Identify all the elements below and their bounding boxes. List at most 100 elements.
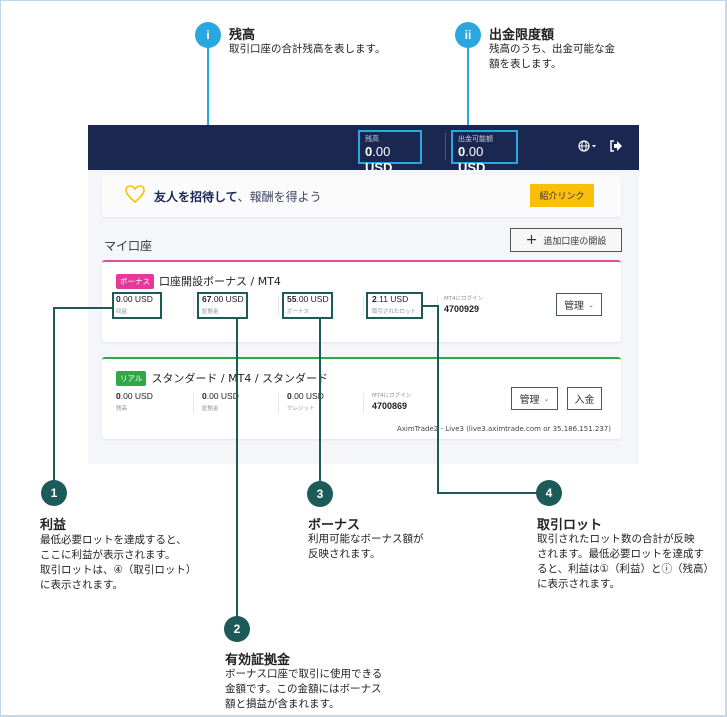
connector-3-v [319, 318, 321, 483]
callout-text-line: 最低必要ロットを達成すると、 [40, 534, 187, 546]
stat-divider [193, 393, 194, 413]
connector-1-h [53, 307, 113, 309]
stat-balance: 0.00 USD 残高 [116, 391, 153, 412]
callout-text-equity: ボーナス口座で取引に使用できる 金額です。この金額にはボーナス 額と損益が含まれ… [225, 667, 382, 712]
highlight-profit [112, 292, 162, 319]
logout-icon[interactable] [609, 139, 623, 156]
stat-divider [278, 296, 279, 316]
stat-label: ボーナス [287, 309, 310, 315]
connector-4-v [437, 305, 439, 494]
callout-text-line: 取引されたロット数の合計が反映 [537, 533, 695, 545]
account-header: リアル スタンダード / MT4 / スタンダード [116, 370, 328, 386]
account-type-badge: リアル [116, 370, 147, 386]
callout-marker-ii: ii [455, 22, 481, 48]
stat-value: 55.00 USD [287, 294, 329, 304]
connector-2-v [236, 318, 238, 618]
callout-marker-3: 3 [307, 481, 333, 507]
callout-marker-2: 2 [224, 616, 250, 642]
callout-title-withdrawable: 出金限度額 [489, 28, 555, 43]
chevron-down-icon: ⌄ [588, 300, 594, 309]
login-label: MT4にログイン [372, 393, 412, 399]
stat-divider [363, 393, 364, 413]
invite-banner: 友人を招待して、報酬を得よう 紹介リンク [102, 175, 621, 217]
balance-value: 0.00 USD [365, 144, 393, 175]
top-navbar: 残高 0.00 USD 出金可能額 0.00 USD [88, 125, 639, 175]
callout-text-profit: 最低必要ロットを達成すると、 ここに利益が表示されます。 取引ロットは、④（取引… [40, 533, 196, 593]
highlight-equity [197, 292, 248, 319]
callout-text-line: に表示されます。 [537, 578, 620, 590]
manage-button[interactable]: 管理 ⌄ [511, 387, 558, 410]
connector-4-h1 [422, 305, 438, 307]
stat-lots: 2.11 USD 取引されたロット [372, 294, 416, 315]
callout-text-bonus: 利用可能なボーナス額が 反映されます。 [308, 532, 424, 562]
stat-label: クレジット [287, 406, 315, 412]
mt4-login: MT4にログイン 4700869 [372, 391, 411, 411]
account-card-real: リアル スタンダード / MT4 / スタンダード 0.00 USD 残高 0.… [102, 357, 621, 439]
callout-text-line: されます。最低必要ロットを達成す [537, 548, 704, 560]
stat-value: 0.00 USD [116, 294, 153, 304]
add-account-label: 追加口座の開設 [543, 236, 607, 247]
globe-icon[interactable] [578, 139, 598, 156]
callout-marker-1: 1 [41, 480, 67, 506]
withdrawable-label: 出金可能額 [458, 135, 493, 143]
stat-equity: 0.00 USD 証拠金 [202, 391, 239, 412]
stat-bonus: 55.00 USD ボーナス [287, 294, 329, 315]
callout-text-lots: 取引されたロット数の合計が反映 されます。最低必要ロットを達成す ると、利益は①… [537, 532, 714, 592]
stat-label: 収益 [116, 309, 128, 315]
callout-text-withdrawable: 残高のうち、出金可能な金 額を表します。 [489, 42, 615, 72]
stat-divider [193, 296, 194, 316]
deposit-button[interactable]: 入金 [567, 387, 602, 410]
balance-label: 残高 [365, 135, 379, 143]
stat-label: 取引されたロット [372, 309, 417, 315]
stat-equity: 67.00 USD 証拠金 [202, 294, 244, 315]
callout-title-lots: 取引ロット [537, 518, 603, 533]
add-account-button[interactable]: + 追加口座の開設 [510, 228, 622, 252]
referral-link-button[interactable]: 紹介リンク [530, 184, 594, 207]
stat-credit: 0.00 USD クレジット [287, 391, 324, 412]
stat-profit: 0.00 USD 収益 [116, 294, 153, 315]
invite-text: 友人を招待して、報酬を得よう [154, 190, 322, 204]
callout-text-line: 反映されます。 [308, 548, 381, 560]
withdrawable-widget: 出金可能額 0.00 USD [451, 130, 518, 175]
stat-value: 0.00 USD [202, 391, 239, 401]
callout-ii-line [467, 40, 469, 132]
stat-value: 0.00 USD [116, 391, 153, 401]
callout-text-line: 額を表します。 [489, 58, 562, 70]
callout-text-line: 金額です。この金額にはボーナス [225, 683, 382, 695]
chevron-down-icon: ⌄ [543, 394, 550, 403]
stat-divider [278, 393, 279, 413]
manage-button[interactable]: 管理 ⌄ [556, 293, 602, 316]
account-name: スタンダード / MT4 / スタンダード [151, 372, 329, 385]
withdrawable-value: 0.00 USD [458, 144, 486, 175]
callout-marker-i: i [195, 22, 221, 48]
callout-title-profit: 利益 [40, 518, 67, 533]
heart-icon [124, 184, 146, 208]
account-type-badge: ボーナス [116, 273, 154, 289]
plus-icon: + [525, 232, 538, 248]
deposit-label: 入金 [574, 395, 595, 406]
callout-text-line: 利用可能なボーナス額が [308, 533, 424, 545]
login-number: 4700929 [444, 304, 480, 314]
stat-value: 2.11 USD [372, 294, 409, 304]
stat-label: 残高 [116, 406, 128, 412]
callout-text-line: 残高のうち、出金可能な金 [489, 43, 615, 55]
app-panel: 残高 0.00 USD 出金可能額 0.00 USD 友人を招待して、報酬を得よ… [88, 125, 639, 464]
callout-i-line [207, 40, 209, 146]
server-info: AximTrade2 - Live3 (live3.aximtrade.com … [396, 425, 611, 433]
callout-text-line: ここに利益が表示されます。 [40, 549, 176, 561]
stat-value: 67.00 USD [202, 294, 244, 304]
stat-divider [363, 296, 364, 316]
my-accounts-title: マイ口座 [104, 239, 153, 253]
account-card-bonus: ボーナス 口座開設ボーナス / MT4 0.00 USD 収益 67.00 US… [102, 260, 621, 342]
manage-label: 管理 [519, 395, 540, 406]
account-header: ボーナス 口座開設ボーナス / MT4 [116, 273, 281, 289]
connector-4-h2 [437, 492, 537, 494]
callout-text-line: 額と損益が含まれます。 [225, 698, 340, 710]
callout-title-equity: 有効証拠金 [225, 653, 291, 668]
manage-label: 管理 [564, 301, 585, 312]
mt4-login: MT4にログイン 4700929 [444, 294, 483, 314]
stat-label: 証拠金 [202, 406, 219, 412]
callout-text-balance: 取引口座の合計残高を表します。 [229, 43, 386, 55]
callout-text-line: ボーナス口座で取引に使用できる [225, 668, 383, 680]
